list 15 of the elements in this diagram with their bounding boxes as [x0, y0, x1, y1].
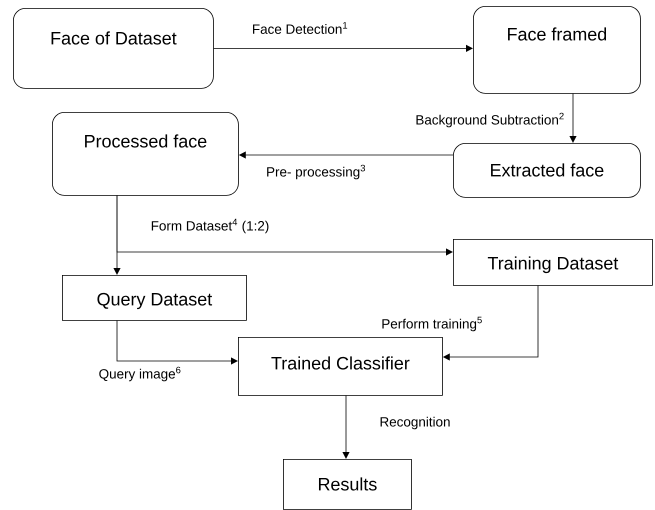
- edge-label: Face Detection$^{1}$: [250, 21, 350, 35]
- edge-label: Pre- processing$^{3}$: [265, 164, 367, 180]
- rounded-process-box: Processed face: [52, 112, 239, 196]
- edge-label: Perform training$^{5}$: [380, 316, 484, 332]
- process-box: Training Dataset: [453, 238, 653, 286]
- edge-label: Background Subtraction$^{2}$: [414, 112, 566, 128]
- edge-label: Query image$^{6}$: [98, 366, 182, 382]
- edge-label: Form Dataset$^{4}$ (1:2): [150, 218, 270, 234]
- rounded-process-box: Extracted face: [453, 143, 641, 198]
- rounded-process-box: Face framed: [473, 6, 641, 94]
- process-box: Results: [283, 459, 412, 510]
- rounded-process-box: Face of Dataset: [13, 8, 214, 89]
- process-box: Trained Classifier: [238, 337, 443, 396]
- edge-label: Recognition: [378, 416, 452, 430]
- process-box: Query Dataset: [62, 275, 247, 321]
